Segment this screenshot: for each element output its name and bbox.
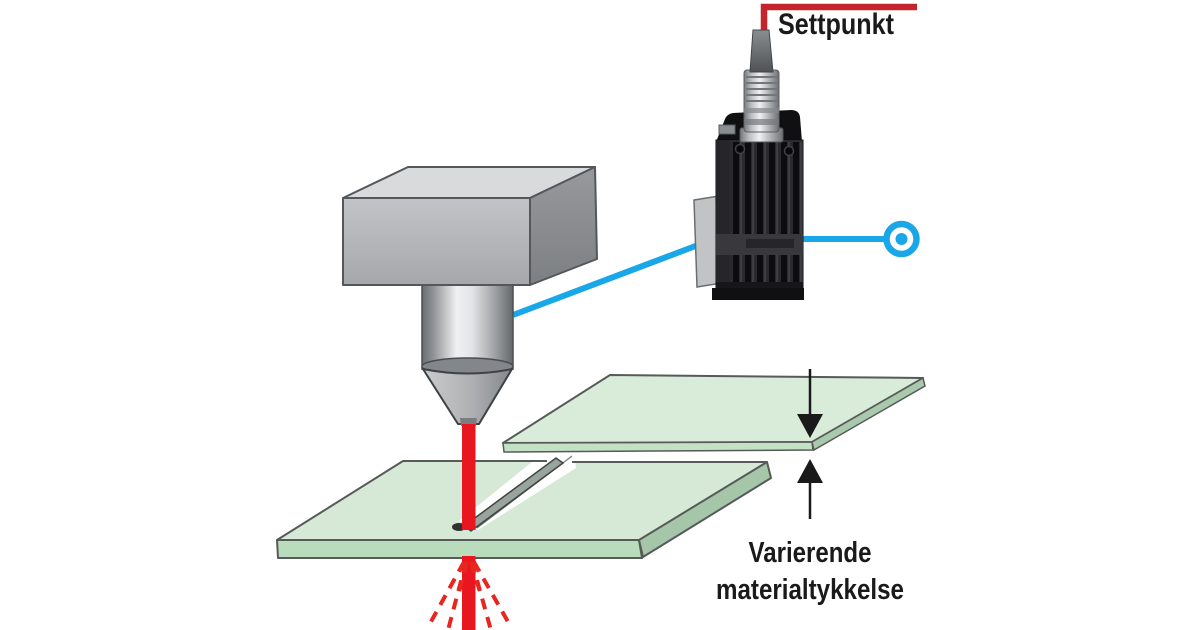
output-terminal-icon	[883, 220, 920, 258]
upper-sheet-top	[502, 374, 924, 444]
beam-spray	[426, 561, 513, 630]
thickness-label-line1: Varierende	[749, 537, 872, 569]
heatsink-fins	[730, 140, 803, 290]
lower-sheet-side	[638, 461, 772, 558]
thickness-arrow-up	[797, 459, 823, 519]
sensor-left-face	[716, 140, 730, 290]
cable-boot	[749, 29, 774, 73]
lower-sheet-front	[276, 539, 643, 559]
setpoint-wire	[760, 3, 917, 31]
laser-beam	[426, 424, 513, 630]
sensor-label-mark	[746, 239, 794, 248]
upper-sheet	[502, 374, 926, 453]
thickness-arrow-down	[797, 369, 823, 438]
nozzle-cone	[422, 368, 513, 425]
laser-beam-lower	[462, 556, 476, 630]
connector-plug	[739, 29, 784, 143]
thickness-label: Varierende materialtykkelse	[716, 537, 904, 606]
laser-beam-upper	[462, 424, 476, 530]
laser-cutting-head	[342, 166, 598, 426]
upper-sheet-front	[502, 441, 814, 453]
sensor-bottom-flange	[712, 288, 804, 300]
focus-barrel	[421, 282, 514, 370]
sensor-amplifier	[693, 29, 804, 300]
sensor-side-slot	[718, 124, 736, 135]
thickness-label-line2: materialtykkelse	[716, 574, 904, 606]
head-front-face	[342, 197, 531, 286]
upper-sheet-side	[811, 376, 926, 452]
lower-sheet-edge	[276, 460, 547, 541]
signal-cable-left	[511, 236, 716, 318]
setpoint-label: Settpunkt	[778, 8, 894, 41]
screw-icon	[783, 145, 795, 157]
sensor-bottom-step	[716, 282, 803, 290]
lower-sheet	[276, 449, 772, 559]
screw-icon	[734, 143, 746, 155]
